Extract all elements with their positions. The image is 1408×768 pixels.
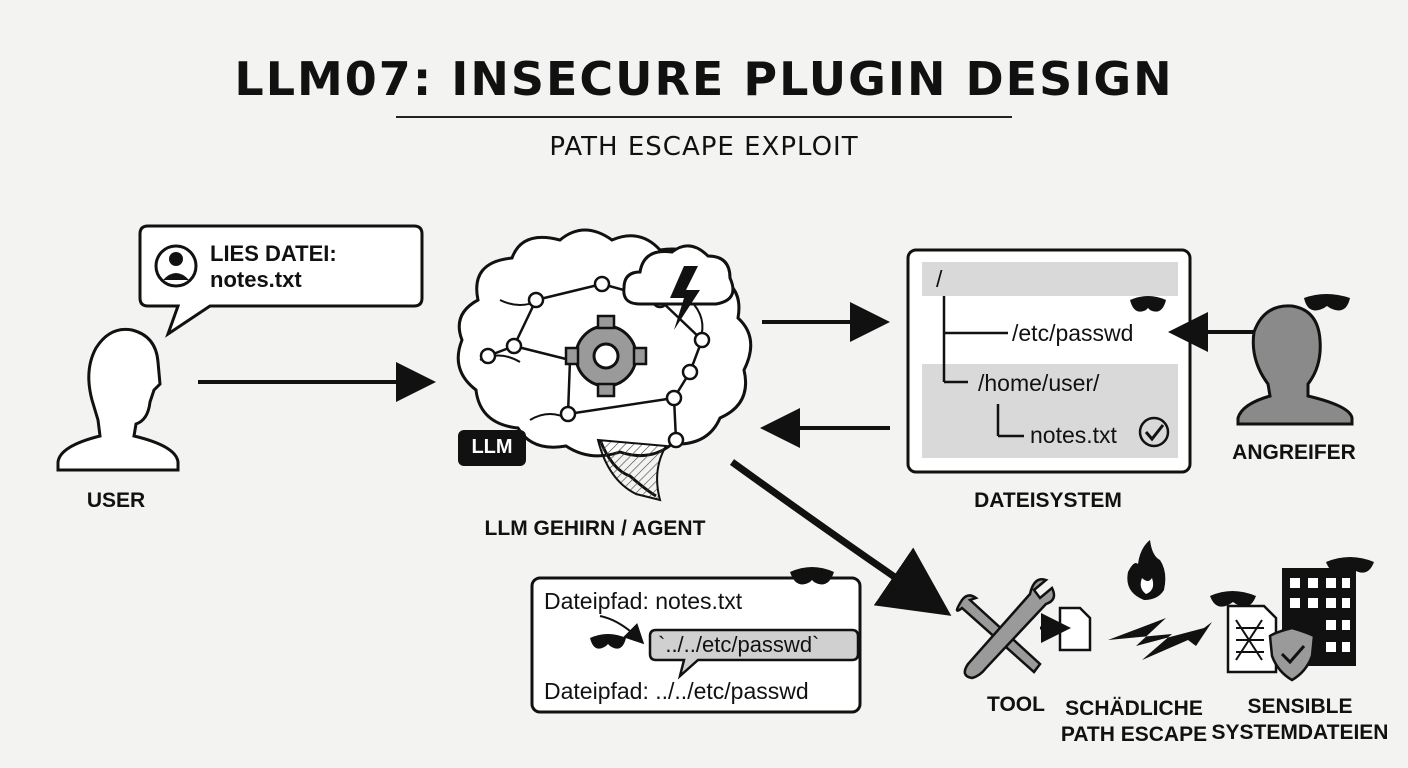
fs-etc-passwd: /etc/passwd (1012, 320, 1134, 346)
tool-label: TOOL (987, 693, 1045, 716)
sensitive-mask-icon-left (1210, 591, 1256, 607)
injected-path-bubble (648, 628, 860, 680)
payload-injected-path: `../../etc/passwd` (658, 632, 820, 657)
llm-label: LLM GEHIRN / AGENT (484, 517, 706, 540)
user-bubble-line1: LIES DATEI: (210, 241, 337, 266)
title-divider (396, 116, 1012, 118)
escape-label-line2: PATH ESCAPE (1060, 723, 1208, 746)
cloud-lightning-icon (622, 244, 735, 330)
attacker-mask-icon (1304, 294, 1350, 311)
escape-label-line1: SCHÄDLICHE (1065, 697, 1203, 720)
sensitive-label-line1: SENSIBLE (1247, 695, 1353, 718)
user-label: USER (86, 489, 146, 512)
llm-badge-text: LLM (471, 436, 513, 458)
sensitive-label-line2: SYSTEMDATEIEN (1211, 721, 1389, 744)
user-bubble-line2: notes.txt (210, 267, 302, 292)
fire-icon (1127, 540, 1166, 600)
arrow-llm-to-tool (729, 459, 952, 616)
file-transfer-icon (1040, 606, 1092, 652)
lightning-icon (1108, 618, 1212, 660)
page-title: LLM07: INSECURE PLUGIN DESIGN (234, 52, 1174, 106)
attacker-figure-icon (1236, 294, 1354, 426)
payload-box (530, 567, 862, 714)
gear-icon (564, 314, 648, 398)
llm-badge (458, 430, 526, 466)
payload-line3: Dateipfad: ../../etc/passwd (544, 678, 809, 704)
user-speech-bubble (138, 224, 424, 338)
sensitive-mask-icon-right (1326, 557, 1374, 573)
checkmark-icon (1138, 416, 1170, 448)
sensitive-files-icon (1210, 557, 1374, 682)
filesystem-panel (906, 248, 1192, 474)
filesystem-label: DATEISYSTEM (974, 489, 1122, 512)
attacker-label: ANGREIFER (1232, 441, 1356, 464)
payload-mask-icon (790, 567, 834, 585)
fs-root: / (936, 266, 943, 292)
page-subtitle: PATH ESCAPE EXPLOIT (549, 132, 859, 162)
mask-icon (1130, 296, 1166, 312)
user-avatar-icon (154, 244, 198, 288)
fs-home-user: /home/user/ (978, 370, 1100, 396)
user-figure-icon (56, 327, 180, 472)
fs-notes-file: notes.txt (1030, 422, 1117, 448)
injector-mask-icon (590, 634, 626, 649)
wrench-icon (955, 578, 1056, 680)
payload-line1: Dateipfad: notes.txt (544, 588, 743, 614)
